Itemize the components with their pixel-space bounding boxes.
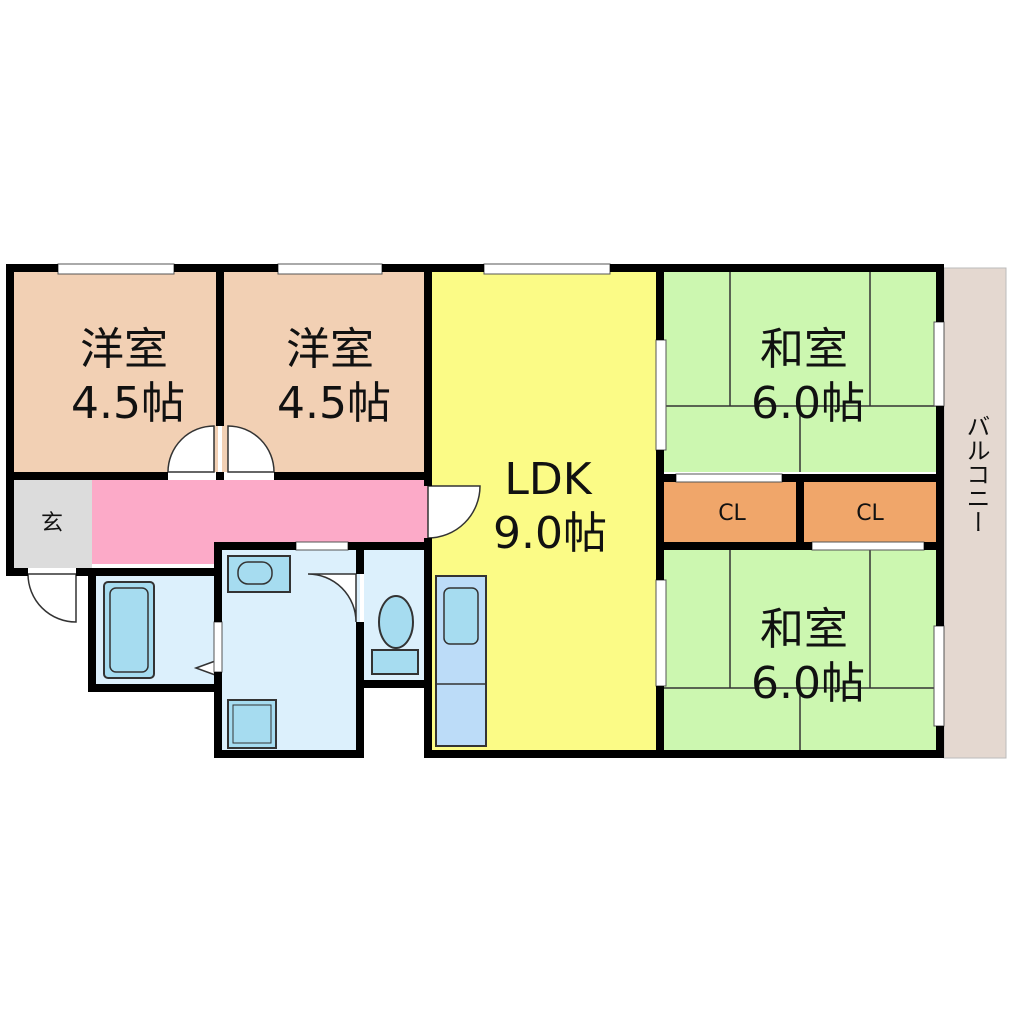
japanese-room-2-size: 6.0帖 [751, 658, 865, 709]
japanese-room-1-size: 6.0帖 [751, 378, 865, 429]
tatami-grid-1 [662, 272, 938, 472]
closet-2-label: CL [856, 501, 884, 526]
ldk-size: 9.0帖 [493, 508, 607, 559]
closet-2 [802, 480, 938, 542]
balcony [943, 267, 1007, 759]
entrance [12, 480, 92, 568]
closet-1 [662, 480, 798, 542]
western-room-1-name: 洋室 [80, 324, 168, 375]
western-room-2-size: 4.5帖 [277, 378, 391, 429]
closet-1-label: CL [718, 501, 746, 526]
japanese-room-2-name: 和室 [760, 604, 848, 655]
walls [6, 264, 944, 758]
balcony-label: バルコニー [962, 414, 990, 534]
japanese-room-1-name: 和室 [760, 324, 848, 375]
kitchen-counter [435, 575, 487, 747]
toilet [371, 595, 419, 675]
bathtub [103, 581, 155, 679]
tatami-grid-2 [662, 548, 938, 752]
door-swings [27, 425, 481, 678]
ldk-name: LDK [504, 454, 592, 505]
western-room-2-name: 洋室 [286, 324, 374, 375]
entrance-label: 玄 [41, 511, 63, 536]
washbasin [227, 555, 291, 593]
washing-machine [227, 699, 277, 749]
western-room-1-size: 4.5帖 [71, 378, 185, 429]
